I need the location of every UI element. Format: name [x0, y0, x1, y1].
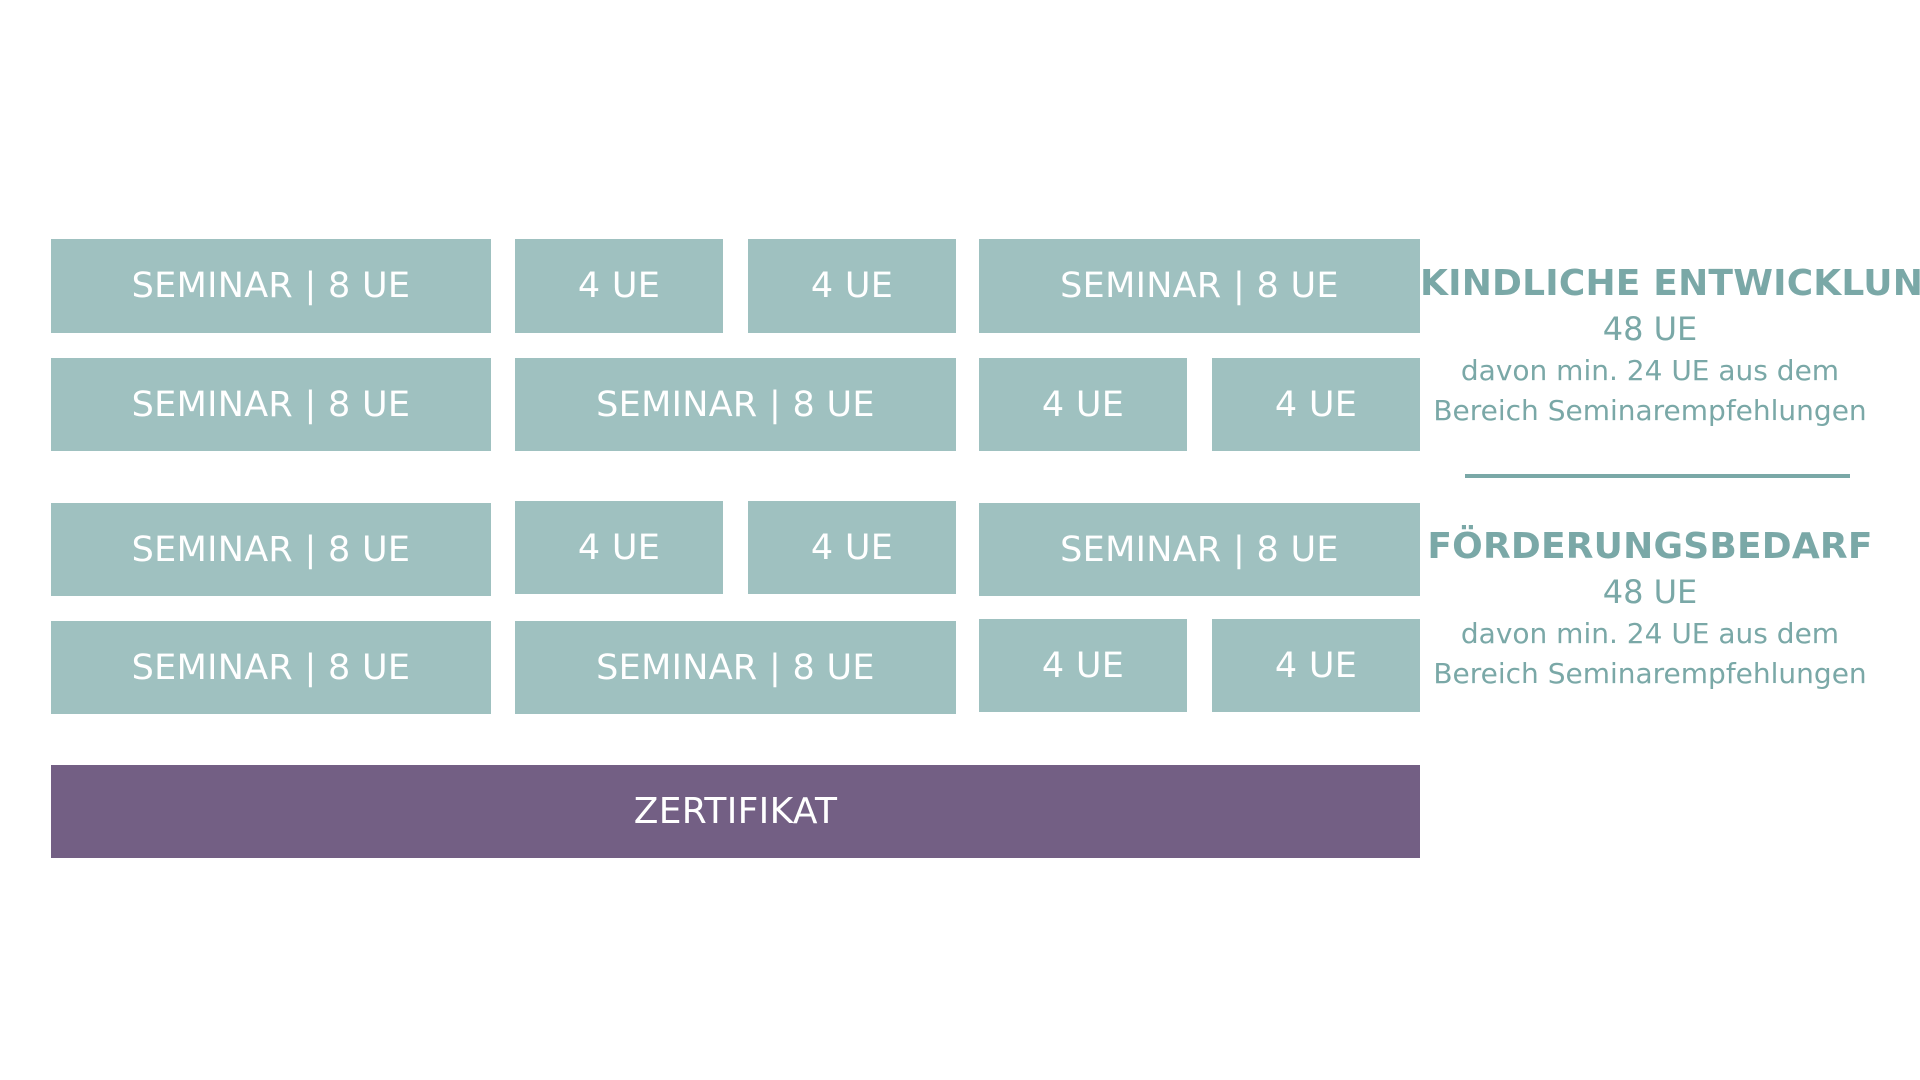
- certificate-bar: ZERTIFIKAT: [51, 765, 1420, 858]
- group-title: KINDLICHE ENTWICKLUNG: [1420, 263, 1920, 304]
- module-4ue-block: 4 UE: [748, 501, 956, 594]
- group-note: davon min. 24 UE aus dem: [1460, 354, 1840, 387]
- seminar-block: SEMINAR | 8 UE: [979, 239, 1420, 333]
- module-4ue-block: 4 UE: [979, 358, 1187, 451]
- seminar-block: SEMINAR | 8 UE: [51, 358, 491, 451]
- group-divider: [1465, 474, 1850, 478]
- group-kindliche-entwicklung: KINDLICHE ENTWICKLUNG 48 UE davon min. 2…: [1420, 261, 1920, 431]
- seminar-block: SEMINAR | 8 UE: [51, 239, 491, 333]
- seminar-block: SEMINAR | 8 UE: [51, 503, 491, 596]
- module-4ue-block: 4 UE: [979, 619, 1187, 712]
- seminar-block: SEMINAR | 8 UE: [515, 358, 956, 451]
- module-4ue-block: 4 UE: [515, 239, 723, 333]
- module-4ue-block: 4 UE: [1212, 358, 1420, 451]
- module-4ue-block: 4 UE: [748, 239, 956, 333]
- seminar-block: SEMINAR | 8 UE: [515, 621, 956, 714]
- module-4ue-block: 4 UE: [515, 501, 723, 594]
- module-4ue-block: 4 UE: [1212, 619, 1420, 712]
- group-note: Bereich Seminarempfehlungen: [1433, 394, 1867, 427]
- seminar-block: SEMINAR | 8 UE: [979, 503, 1420, 596]
- group-total: 48 UE: [1602, 310, 1698, 348]
- seminar-block: SEMINAR | 8 UE: [51, 621, 491, 714]
- group-title: FÖRDERUNGSBEDARF: [1427, 526, 1873, 567]
- group-total: 48 UE: [1602, 573, 1698, 611]
- group-note: Bereich Seminarempfehlungen: [1433, 657, 1867, 690]
- group-note: davon min. 24 UE aus dem: [1460, 617, 1840, 650]
- group-foerderungsbedarf: FÖRDERUNGSBEDARF 48 UE davon min. 24 UE …: [1420, 524, 1880, 694]
